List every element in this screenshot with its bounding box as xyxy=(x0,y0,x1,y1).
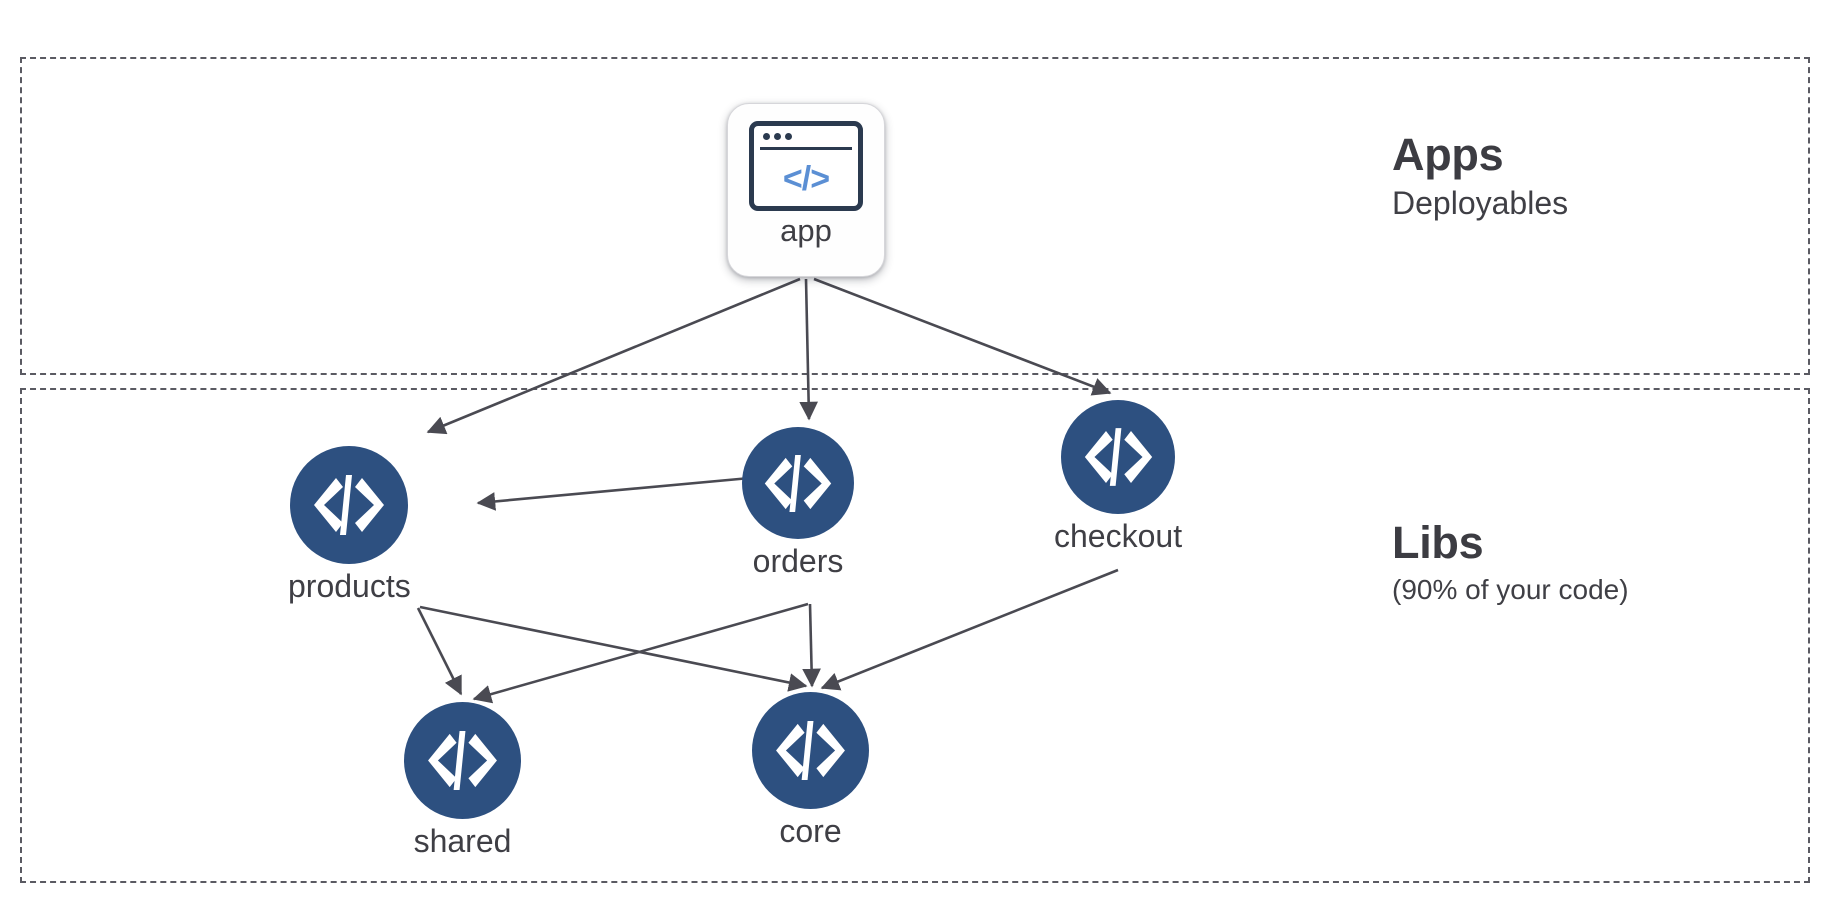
legend-apps-title: Apps xyxy=(1392,129,1504,180)
window-titlebar-rule xyxy=(760,147,852,150)
legend-libs: Libs (90% of your code) xyxy=(1392,517,1629,606)
code-glyph: </> xyxy=(782,160,830,198)
node-app[interactable]: </> app xyxy=(727,103,885,277)
node-checkout-label: checkout xyxy=(1054,518,1183,554)
node-orders-label: orders xyxy=(752,543,844,579)
node-checkout[interactable]: checkout xyxy=(1054,400,1182,555)
node-shared[interactable]: shared xyxy=(404,702,521,860)
node-app-label: app xyxy=(780,213,832,248)
window-dots-icon xyxy=(763,133,792,140)
code-icon xyxy=(290,446,409,564)
code-icon xyxy=(1061,400,1176,514)
node-products-label: products xyxy=(288,568,411,604)
node-core[interactable]: core xyxy=(752,692,869,850)
code-icon xyxy=(742,427,854,539)
node-products[interactable]: products xyxy=(288,446,411,605)
node-orders[interactable]: orders xyxy=(742,427,854,580)
node-core-label: core xyxy=(779,813,842,849)
legend-apps: Apps Deployables xyxy=(1392,129,1569,222)
browser-code-icon: </> xyxy=(749,121,863,211)
legend-apps-subtitle: Deployables xyxy=(1392,185,1569,222)
legend-libs-subtitle: (90% of your code) xyxy=(1392,574,1629,606)
legend-libs-title: Libs xyxy=(1392,517,1484,568)
code-icon xyxy=(752,692,869,809)
node-shared-label: shared xyxy=(413,823,512,859)
code-icon xyxy=(404,702,521,819)
